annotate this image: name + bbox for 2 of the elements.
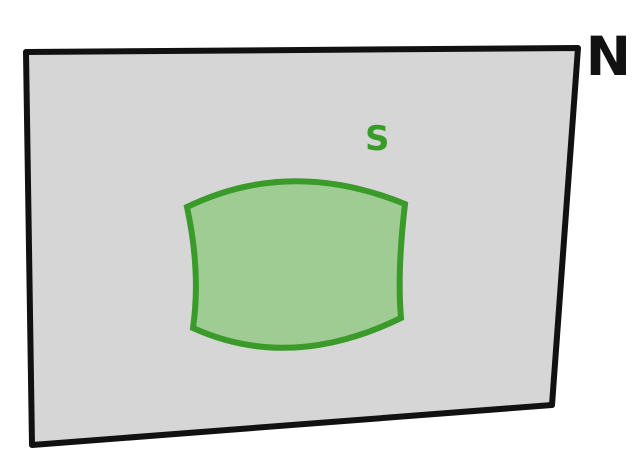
region-label: S	[365, 122, 390, 156]
region-label: N	[586, 30, 631, 84]
